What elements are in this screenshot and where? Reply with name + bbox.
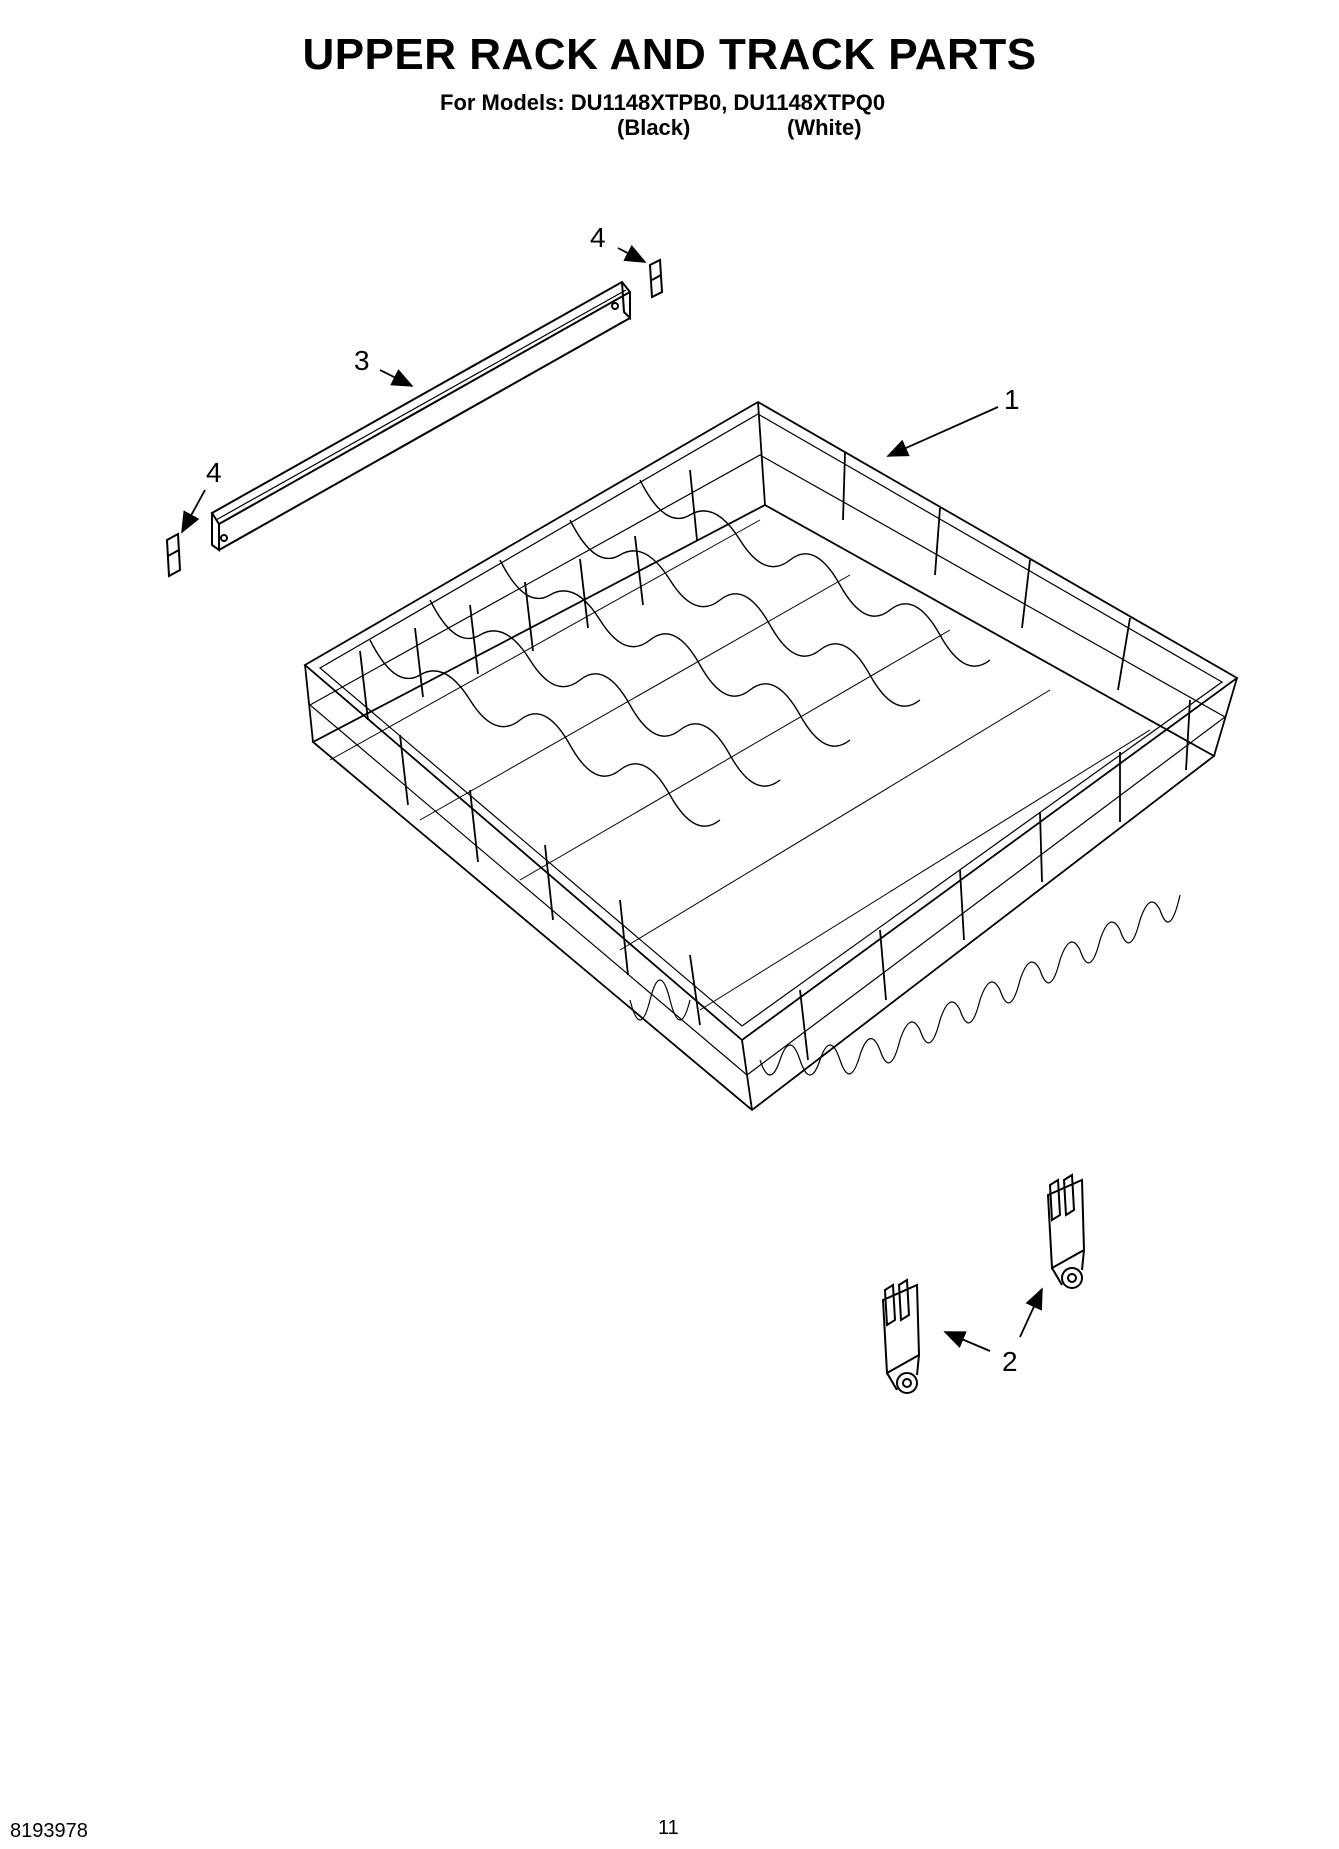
variant-white-label: (White) (787, 115, 862, 140)
track-stop-part-left (883, 1280, 919, 1393)
callout-track-stop-label: 2 (1002, 1346, 1018, 1377)
page-number: 11 (658, 1817, 679, 1839)
track-stop-part-right (1048, 1175, 1084, 1288)
end-cap-part-top (650, 260, 662, 297)
end-cap-part-left (167, 534, 180, 576)
callout-end-cap-top-label: 4 (590, 222, 606, 253)
models-line: For Models: DU1148XTPB0, DU1148XTPQ0 (440, 90, 886, 115)
callout-end-cap-left-label: 4 (206, 457, 222, 488)
callout-track-label: 3 (354, 345, 370, 376)
track-part (212, 282, 630, 550)
leader-lines (181, 244, 1042, 1351)
variant-black-label: (Black) (617, 115, 691, 140)
page-title: UPPER RACK AND TRACK PARTS (302, 30, 1037, 79)
document-number: 8193978 (10, 1820, 88, 1842)
upper-rack-part (305, 402, 1237, 1110)
callout-rack-label: 1 (1004, 384, 1020, 415)
